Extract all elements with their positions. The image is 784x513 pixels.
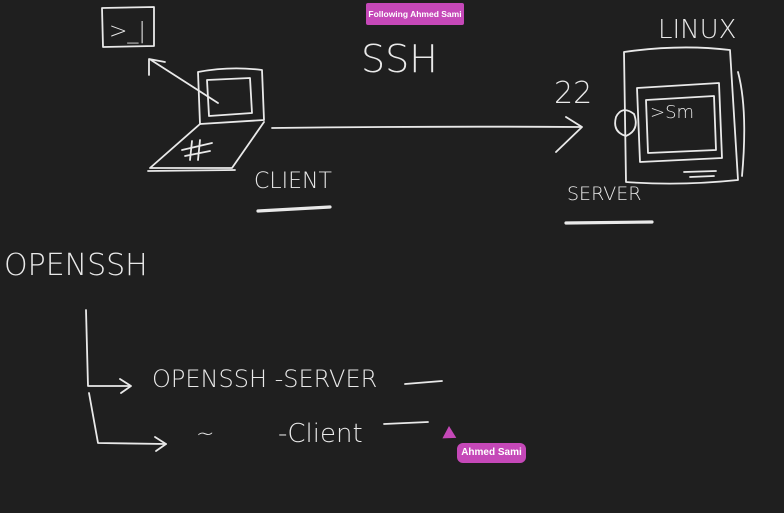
terminal-window-drawing: >_| — [101, 6, 155, 48]
port-number: 22 — [554, 76, 592, 111]
server-underline — [564, 220, 654, 225]
following-user-badge[interactable]: Following Ahmed Sami — [366, 3, 464, 25]
openssh-server-tail — [404, 380, 443, 385]
collaborator-name-tag: Ahmed Sami — [457, 443, 526, 463]
linux-server-drawing: >Sm — [614, 46, 746, 185]
linux-label: LINUX — [658, 15, 736, 45]
client-underline — [256, 205, 332, 213]
client-branch-tail — [383, 421, 429, 425]
client-label: CLIENT — [254, 169, 332, 194]
server-label: SERVER — [567, 183, 641, 205]
connection-arrow — [271, 116, 583, 153]
title-ssh: SSH — [361, 37, 438, 81]
arrow-laptop-to-terminal — [148, 58, 219, 104]
openssh-server-label: OPENSSH -SERVER — [152, 365, 377, 393]
ditto-mark: ~ — [196, 422, 214, 447]
openssh-heading: OPENSSH — [4, 248, 148, 283]
terminal-prompt-text: >_| — [109, 19, 146, 44]
server-ssh-prompt: >Sm — [650, 102, 694, 123]
tree-branches — [85, 309, 167, 452]
laptop-client-drawing — [147, 67, 265, 172]
client-branch-label: -Client — [278, 419, 363, 449]
